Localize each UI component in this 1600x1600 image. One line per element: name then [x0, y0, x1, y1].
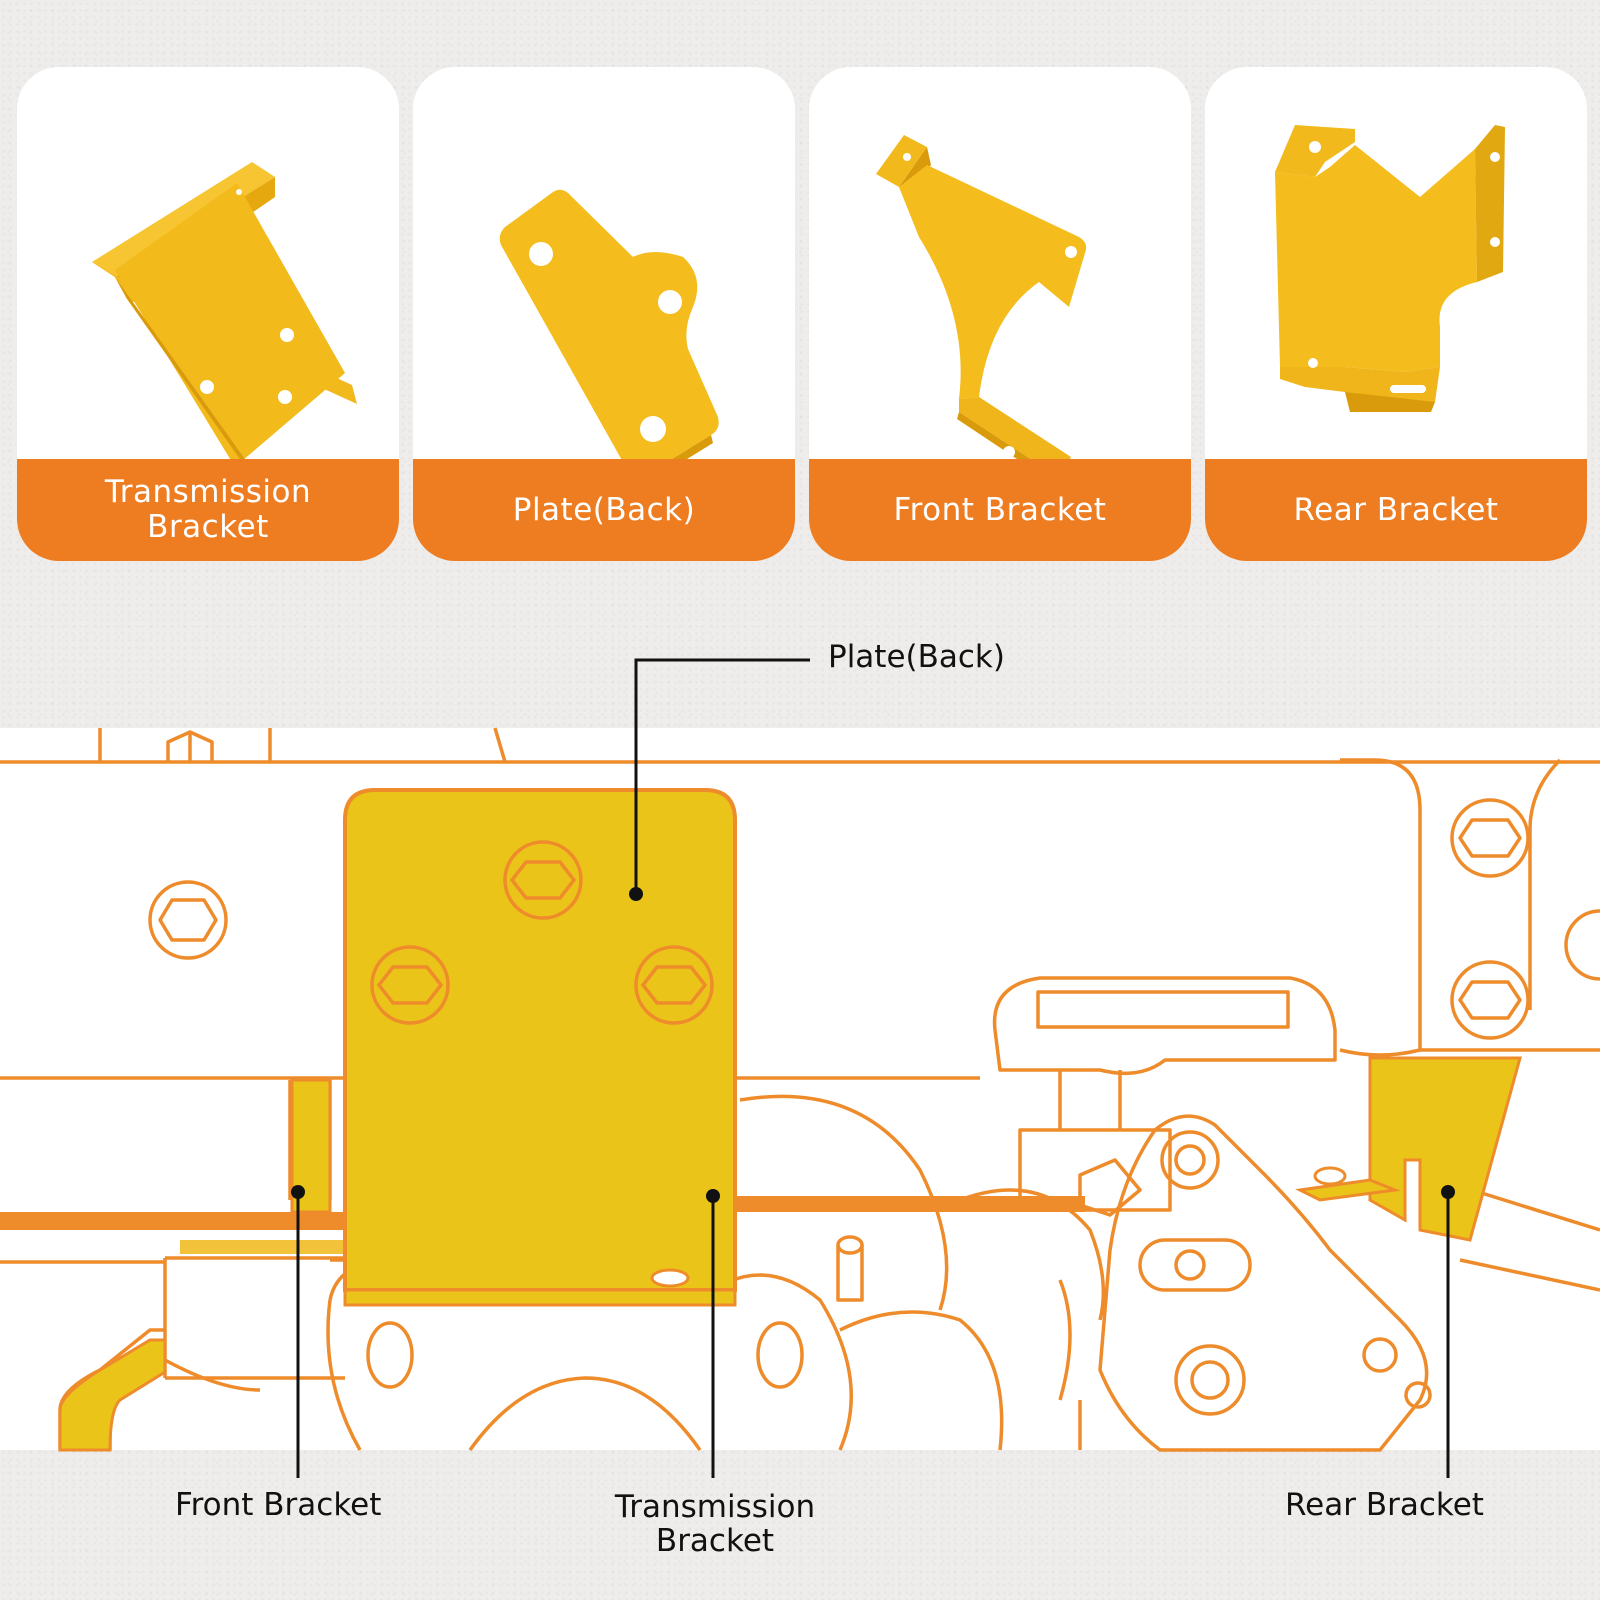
card-label-rear-bracket: Rear Bracket	[1293, 491, 1499, 528]
front-bracket-photo	[876, 135, 1087, 459]
rear-bracket-part	[1295, 1056, 1522, 1242]
back-plate-photo	[499, 189, 719, 459]
callout-front-bracket: Front Bracket	[175, 1487, 382, 1523]
leader-dot	[1441, 1185, 1455, 1199]
card-label-bar: Transmission Bracket	[17, 459, 399, 561]
leader-dot	[629, 887, 643, 901]
card-label-bar: Front Bracket	[809, 459, 1191, 561]
rear-bracket-photo	[1275, 125, 1505, 412]
callout-transmission-bracket: Transmission Bracket	[614, 1489, 816, 1559]
card-rear-bracket: Rear Bracket	[1205, 67, 1587, 561]
card-label-bar: Plate(Back)	[413, 459, 795, 561]
card-label-plate-back: Plate(Back)	[512, 491, 696, 528]
drive-shaft	[0, 1196, 1085, 1254]
diagram-panel	[0, 728, 1600, 1450]
leader-plate-back	[634, 658, 810, 894]
card-transmission-bracket: Transmission Bracket	[17, 67, 399, 561]
callout-plate-back: Plate(Back)	[828, 639, 1005, 675]
chassis-outline	[0, 727, 1600, 1452]
leader-dot	[291, 1185, 305, 1199]
leader-lines	[296, 658, 1450, 1478]
card-label-bar: Rear Bracket	[1205, 459, 1587, 561]
card-label-transmission-bracket: Transmission Bracket	[104, 474, 312, 545]
leader-dot	[706, 1189, 720, 1203]
front-bracket-part	[58, 1078, 332, 1452]
callout-rear-bracket: Rear Bracket	[1285, 1487, 1484, 1523]
card-front-bracket: Front Bracket	[809, 67, 1191, 561]
transmission-bracket-part	[343, 788, 737, 1307]
card-label-front-bracket: Front Bracket	[893, 491, 1107, 528]
transmission-bracket-photo	[92, 162, 357, 459]
card-plate-back: Plate(Back)	[413, 67, 795, 561]
